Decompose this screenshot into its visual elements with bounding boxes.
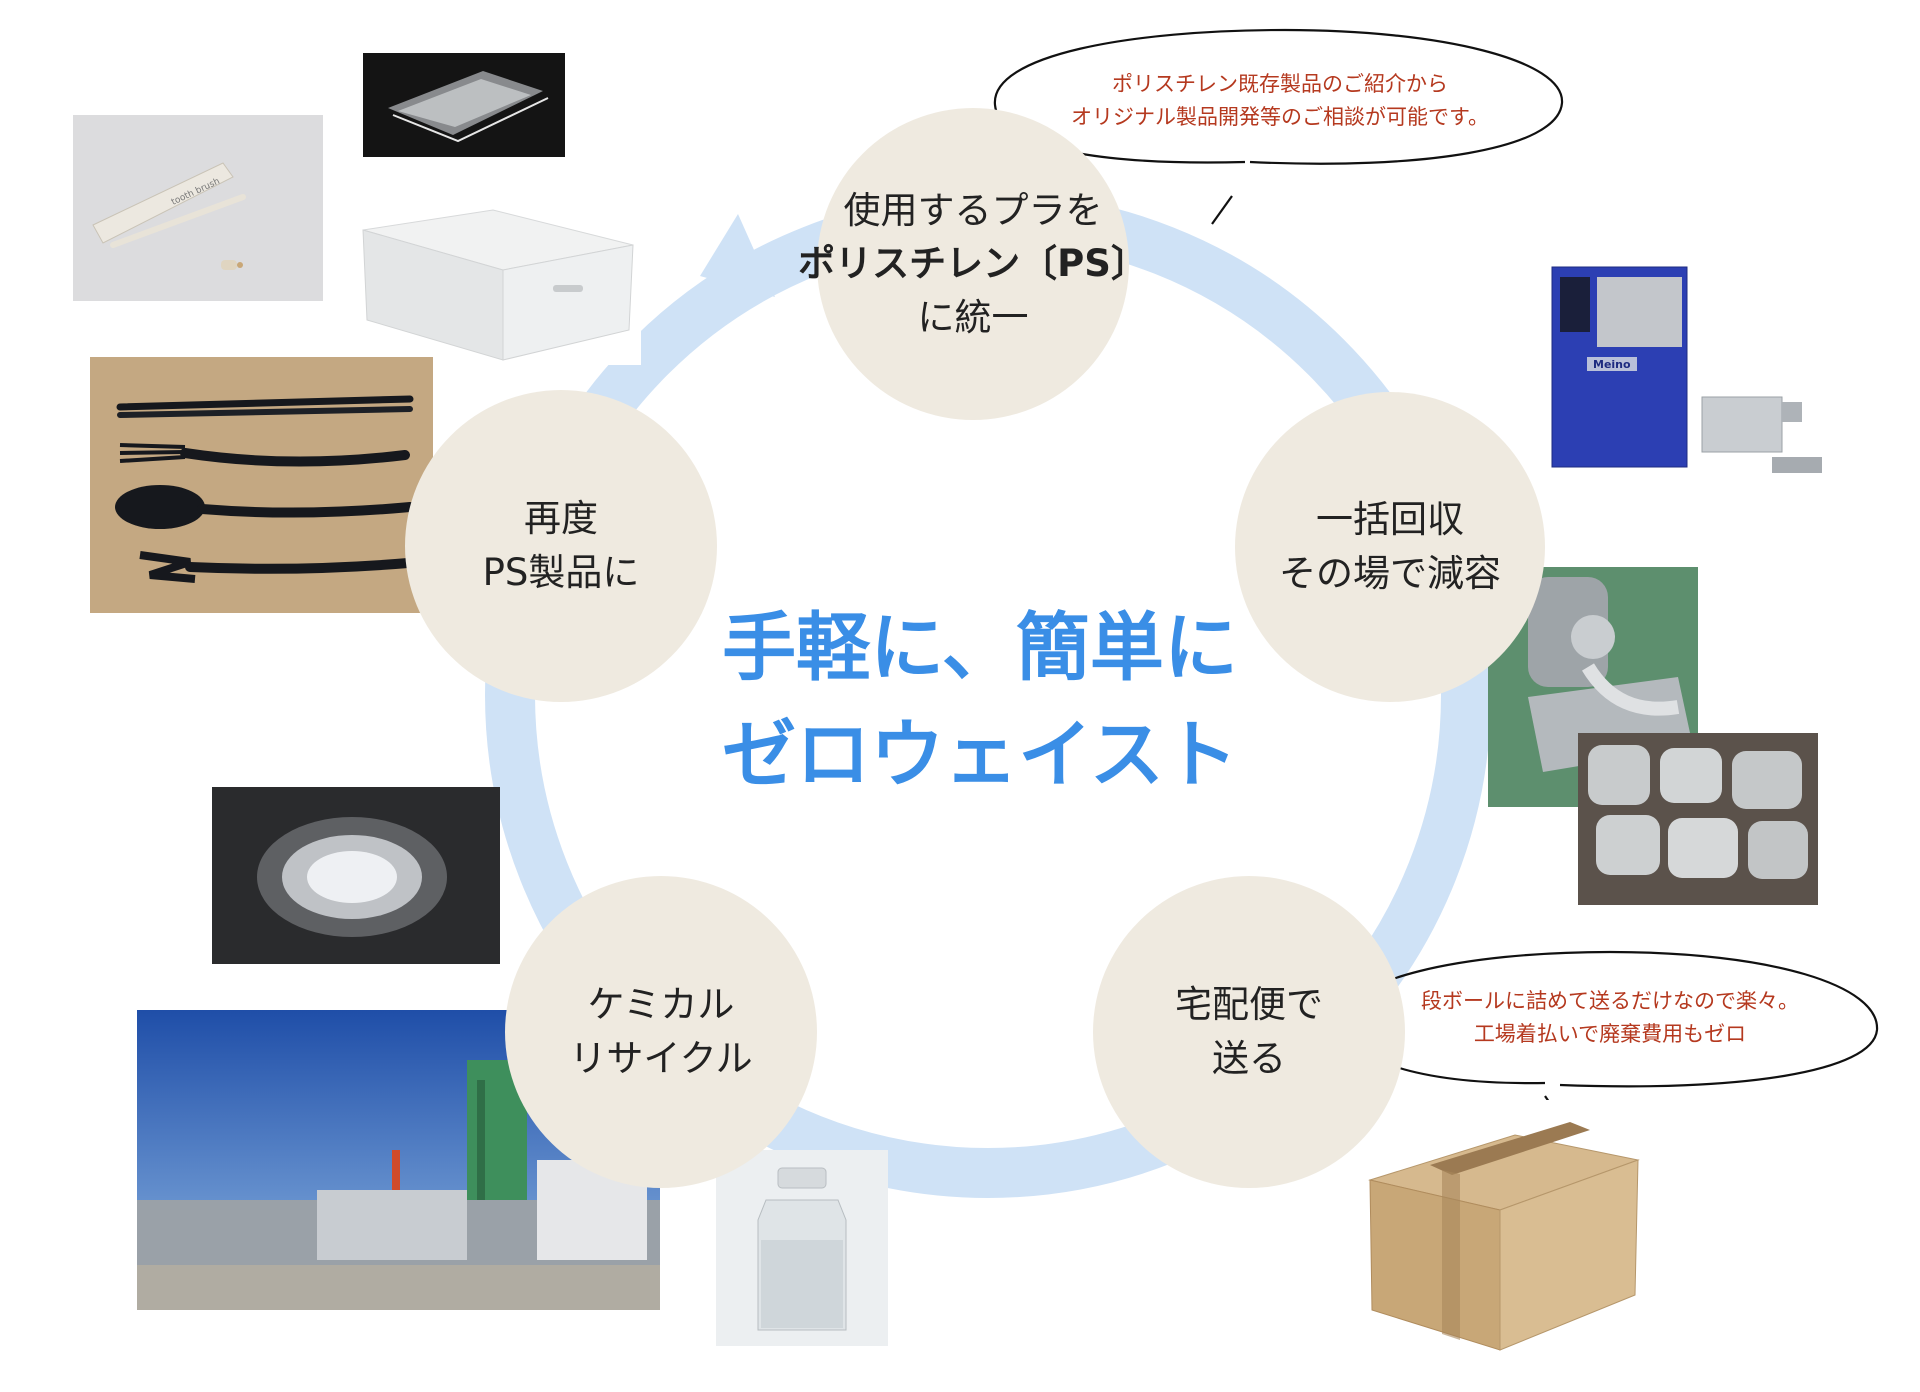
liquid-bottle-photo [716, 1150, 888, 1346]
callout-bottom-text: 段ボールに詰めて送るだけなので楽々。 工場着払いで廃棄費用もゼロ [1365, 985, 1855, 1050]
callout-top-text: ポリスチレン既存製品のご紹介から オリジナル製品開発等のご相談が可能です。 [1020, 68, 1540, 133]
callout-bottom-line-2: 工場着払いで廃棄費用もゼロ [1473, 1021, 1747, 1046]
step-ship-line-2: 送る [1212, 1037, 1286, 1080]
step-remake-ps: 再度 PS製品に [405, 390, 717, 702]
step-recycle-line-1: ケミカル [587, 983, 735, 1027]
cardboard-box-photo [1360, 1100, 1648, 1370]
headline-line-1: 手軽に、簡単に [722, 605, 1238, 691]
step-unify-line-3: に統一 [917, 295, 1029, 339]
pellets-photo [212, 787, 500, 964]
foam-box-photo [353, 200, 641, 365]
step-unify-line-1: 使用するプラを [843, 188, 1103, 232]
callout-top-line-1: ポリスチレン既存製品のご紹介から [1112, 72, 1448, 96]
step-unify-line-2: ポリスチレン〔PS〕 [798, 242, 1148, 286]
step-collect-line-1: 一括回収 [1316, 498, 1464, 542]
toothbrush-photo: tooth brush [73, 115, 323, 301]
step-chemical-recycle: ケミカル リサイクル [505, 876, 817, 1188]
step-ship-line-1: 宅配便で [1175, 983, 1323, 1027]
compressed-blocks-photo [1578, 733, 1818, 905]
step-collect-line-2: その場で減容 [1279, 552, 1501, 595]
step-ship: 宅配便で 送る [1093, 876, 1405, 1188]
headline-line-2: ゼロウェイスト [722, 712, 1238, 799]
step-recycle-line-2: リサイクル [569, 1037, 753, 1080]
headline: 手軽に、簡単に ゼロウェイスト [700, 595, 1260, 810]
step-unify-plastic: 使用するプラを ポリスチレン〔PS〕 に統一 [798, 108, 1148, 420]
food-tray-photo [363, 53, 565, 157]
cutlery-photo [90, 357, 433, 613]
machine-label: Meino [1593, 358, 1631, 371]
volume-reducer-machine-photo: Meino [1542, 262, 1830, 489]
step-remake-line-2: PS製品に [482, 551, 640, 594]
chemical-plant-photo [137, 1010, 660, 1310]
callout-bottom-line-1: 段ボールに詰めて送るだけなので楽々。 [1421, 989, 1799, 1013]
callout-top-line-2: オリジナル製品開発等のご相談が可能です。 [1071, 104, 1489, 129]
step-collect-reduce: 一括回収 その場で減容 [1235, 392, 1545, 702]
step-remake-line-1: 再度 [524, 497, 598, 541]
cycle-arrow-head [700, 214, 775, 297]
